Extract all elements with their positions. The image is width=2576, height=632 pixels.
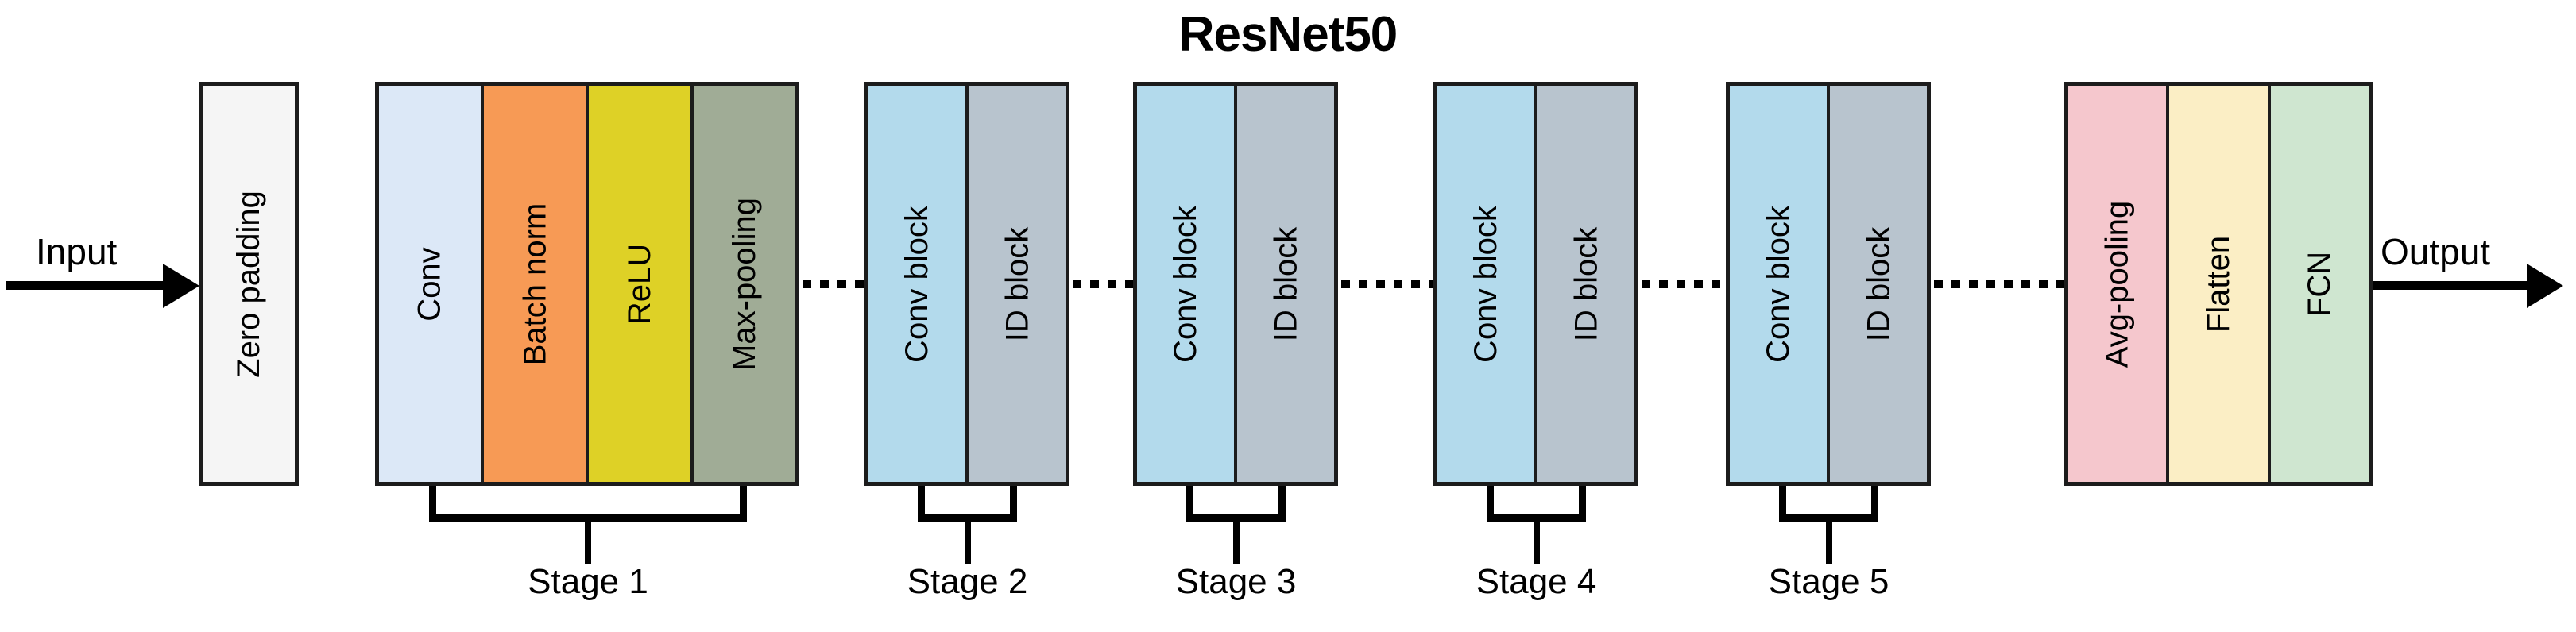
dotted-connector bbox=[1934, 280, 2064, 288]
block-label: Batch norm bbox=[517, 202, 552, 365]
stage-label: Stage 1 bbox=[528, 562, 648, 601]
bracket-tick-left bbox=[1186, 486, 1193, 522]
block-label: ID block bbox=[1000, 226, 1035, 341]
bracket-bar bbox=[1779, 514, 1878, 522]
bracket-bar bbox=[918, 514, 1017, 522]
block-label: Conv block bbox=[1468, 205, 1503, 363]
output-arrow-line bbox=[2373, 281, 2532, 290]
block-label: Max-pooling bbox=[727, 197, 763, 371]
block-label: Avg-pooling bbox=[2099, 200, 2135, 368]
block-label: Conv bbox=[412, 246, 447, 322]
input-arrow-head bbox=[163, 264, 199, 308]
stage-label: Stage 5 bbox=[1768, 562, 1889, 601]
bracket-bar bbox=[1186, 514, 1286, 522]
bracket-tick-right bbox=[1010, 486, 1017, 522]
block-label: Conv block bbox=[1168, 205, 1203, 363]
block-max-pooling[interactable]: Max-pooling bbox=[694, 86, 795, 482]
bracket-bar bbox=[1487, 514, 1586, 522]
block-batch-norm[interactable]: Batch norm bbox=[484, 86, 589, 482]
block-label: ID block bbox=[1861, 226, 1896, 341]
bracket-stem bbox=[1533, 522, 1540, 564]
output-label: Output bbox=[2381, 231, 2491, 272]
page-title: ResNet50 bbox=[1178, 7, 1398, 62]
dotted-connector bbox=[1642, 280, 1726, 288]
stage-label: Stage 4 bbox=[1476, 562, 1597, 601]
stage5-group: Conv block ID block bbox=[1726, 82, 1931, 486]
block-conv-block[interactable]: Conv block bbox=[1437, 86, 1537, 482]
block-label: ID block bbox=[1268, 226, 1303, 341]
block-id-block[interactable]: ID block bbox=[1830, 86, 1927, 482]
stage-label: Stage 2 bbox=[907, 562, 1028, 601]
stage1-group: Conv Batch norm ReLU Max-pooling bbox=[375, 82, 799, 486]
block-label: ReLU bbox=[621, 243, 657, 325]
bracket-tick-right bbox=[1871, 486, 1878, 522]
block-conv-block[interactable]: Conv block bbox=[1730, 86, 1830, 482]
output-arrow-head bbox=[2527, 264, 2563, 308]
zero-padding-group: Zero padding bbox=[199, 82, 299, 486]
stage2-group: Conv block ID block bbox=[864, 82, 1069, 486]
stage4-group: Conv block ID block bbox=[1433, 82, 1638, 486]
block-conv-block[interactable]: Conv block bbox=[1137, 86, 1237, 482]
stage-label: Stage 3 bbox=[1175, 562, 1297, 601]
bracket-tick-right bbox=[740, 486, 747, 522]
block-label: Flatten bbox=[2200, 235, 2236, 333]
block-fcn[interactable]: FCN bbox=[2270, 86, 2369, 482]
bracket-tick-left bbox=[429, 486, 436, 522]
bracket-tick-right bbox=[1579, 486, 1586, 522]
block-flatten[interactable]: Flatten bbox=[2169, 86, 2271, 482]
bracket-tick-left bbox=[918, 486, 925, 522]
bracket-tick-left bbox=[1779, 486, 1786, 522]
block-conv[interactable]: Conv bbox=[379, 86, 484, 482]
block-label: Conv block bbox=[899, 205, 934, 363]
input-arrow-line bbox=[6, 281, 173, 290]
block-label: Conv block bbox=[1761, 205, 1796, 363]
block-zero-padding[interactable]: Zero padding bbox=[203, 86, 295, 482]
bracket-tick-left bbox=[1487, 486, 1494, 522]
bracket-stem bbox=[964, 522, 971, 564]
bracket-stem bbox=[585, 522, 591, 564]
bracket-stem bbox=[1232, 522, 1240, 564]
head-group: Avg-pooling Flatten FCN bbox=[2064, 82, 2373, 486]
block-conv-block[interactable]: Conv block bbox=[868, 86, 969, 482]
dotted-connector bbox=[1073, 280, 1133, 288]
block-avg-pooling[interactable]: Avg-pooling bbox=[2068, 86, 2170, 482]
block-id-block[interactable]: ID block bbox=[969, 86, 1066, 482]
bracket-tick-right bbox=[1278, 486, 1286, 522]
stage3-group: Conv block ID block bbox=[1133, 82, 1338, 486]
dotted-connector bbox=[803, 280, 864, 288]
bracket-bar bbox=[429, 514, 747, 522]
dotted-connector bbox=[1341, 280, 1433, 288]
input-label: Input bbox=[36, 231, 118, 272]
block-relu[interactable]: ReLU bbox=[589, 86, 694, 482]
bracket-stem bbox=[1825, 522, 1832, 564]
block-label: FCN bbox=[2302, 251, 2338, 317]
block-id-block[interactable]: ID block bbox=[1237, 86, 1334, 482]
block-id-block[interactable]: ID block bbox=[1537, 86, 1634, 482]
block-label: Zero padding bbox=[231, 190, 267, 378]
block-label: ID block bbox=[1568, 226, 1603, 341]
